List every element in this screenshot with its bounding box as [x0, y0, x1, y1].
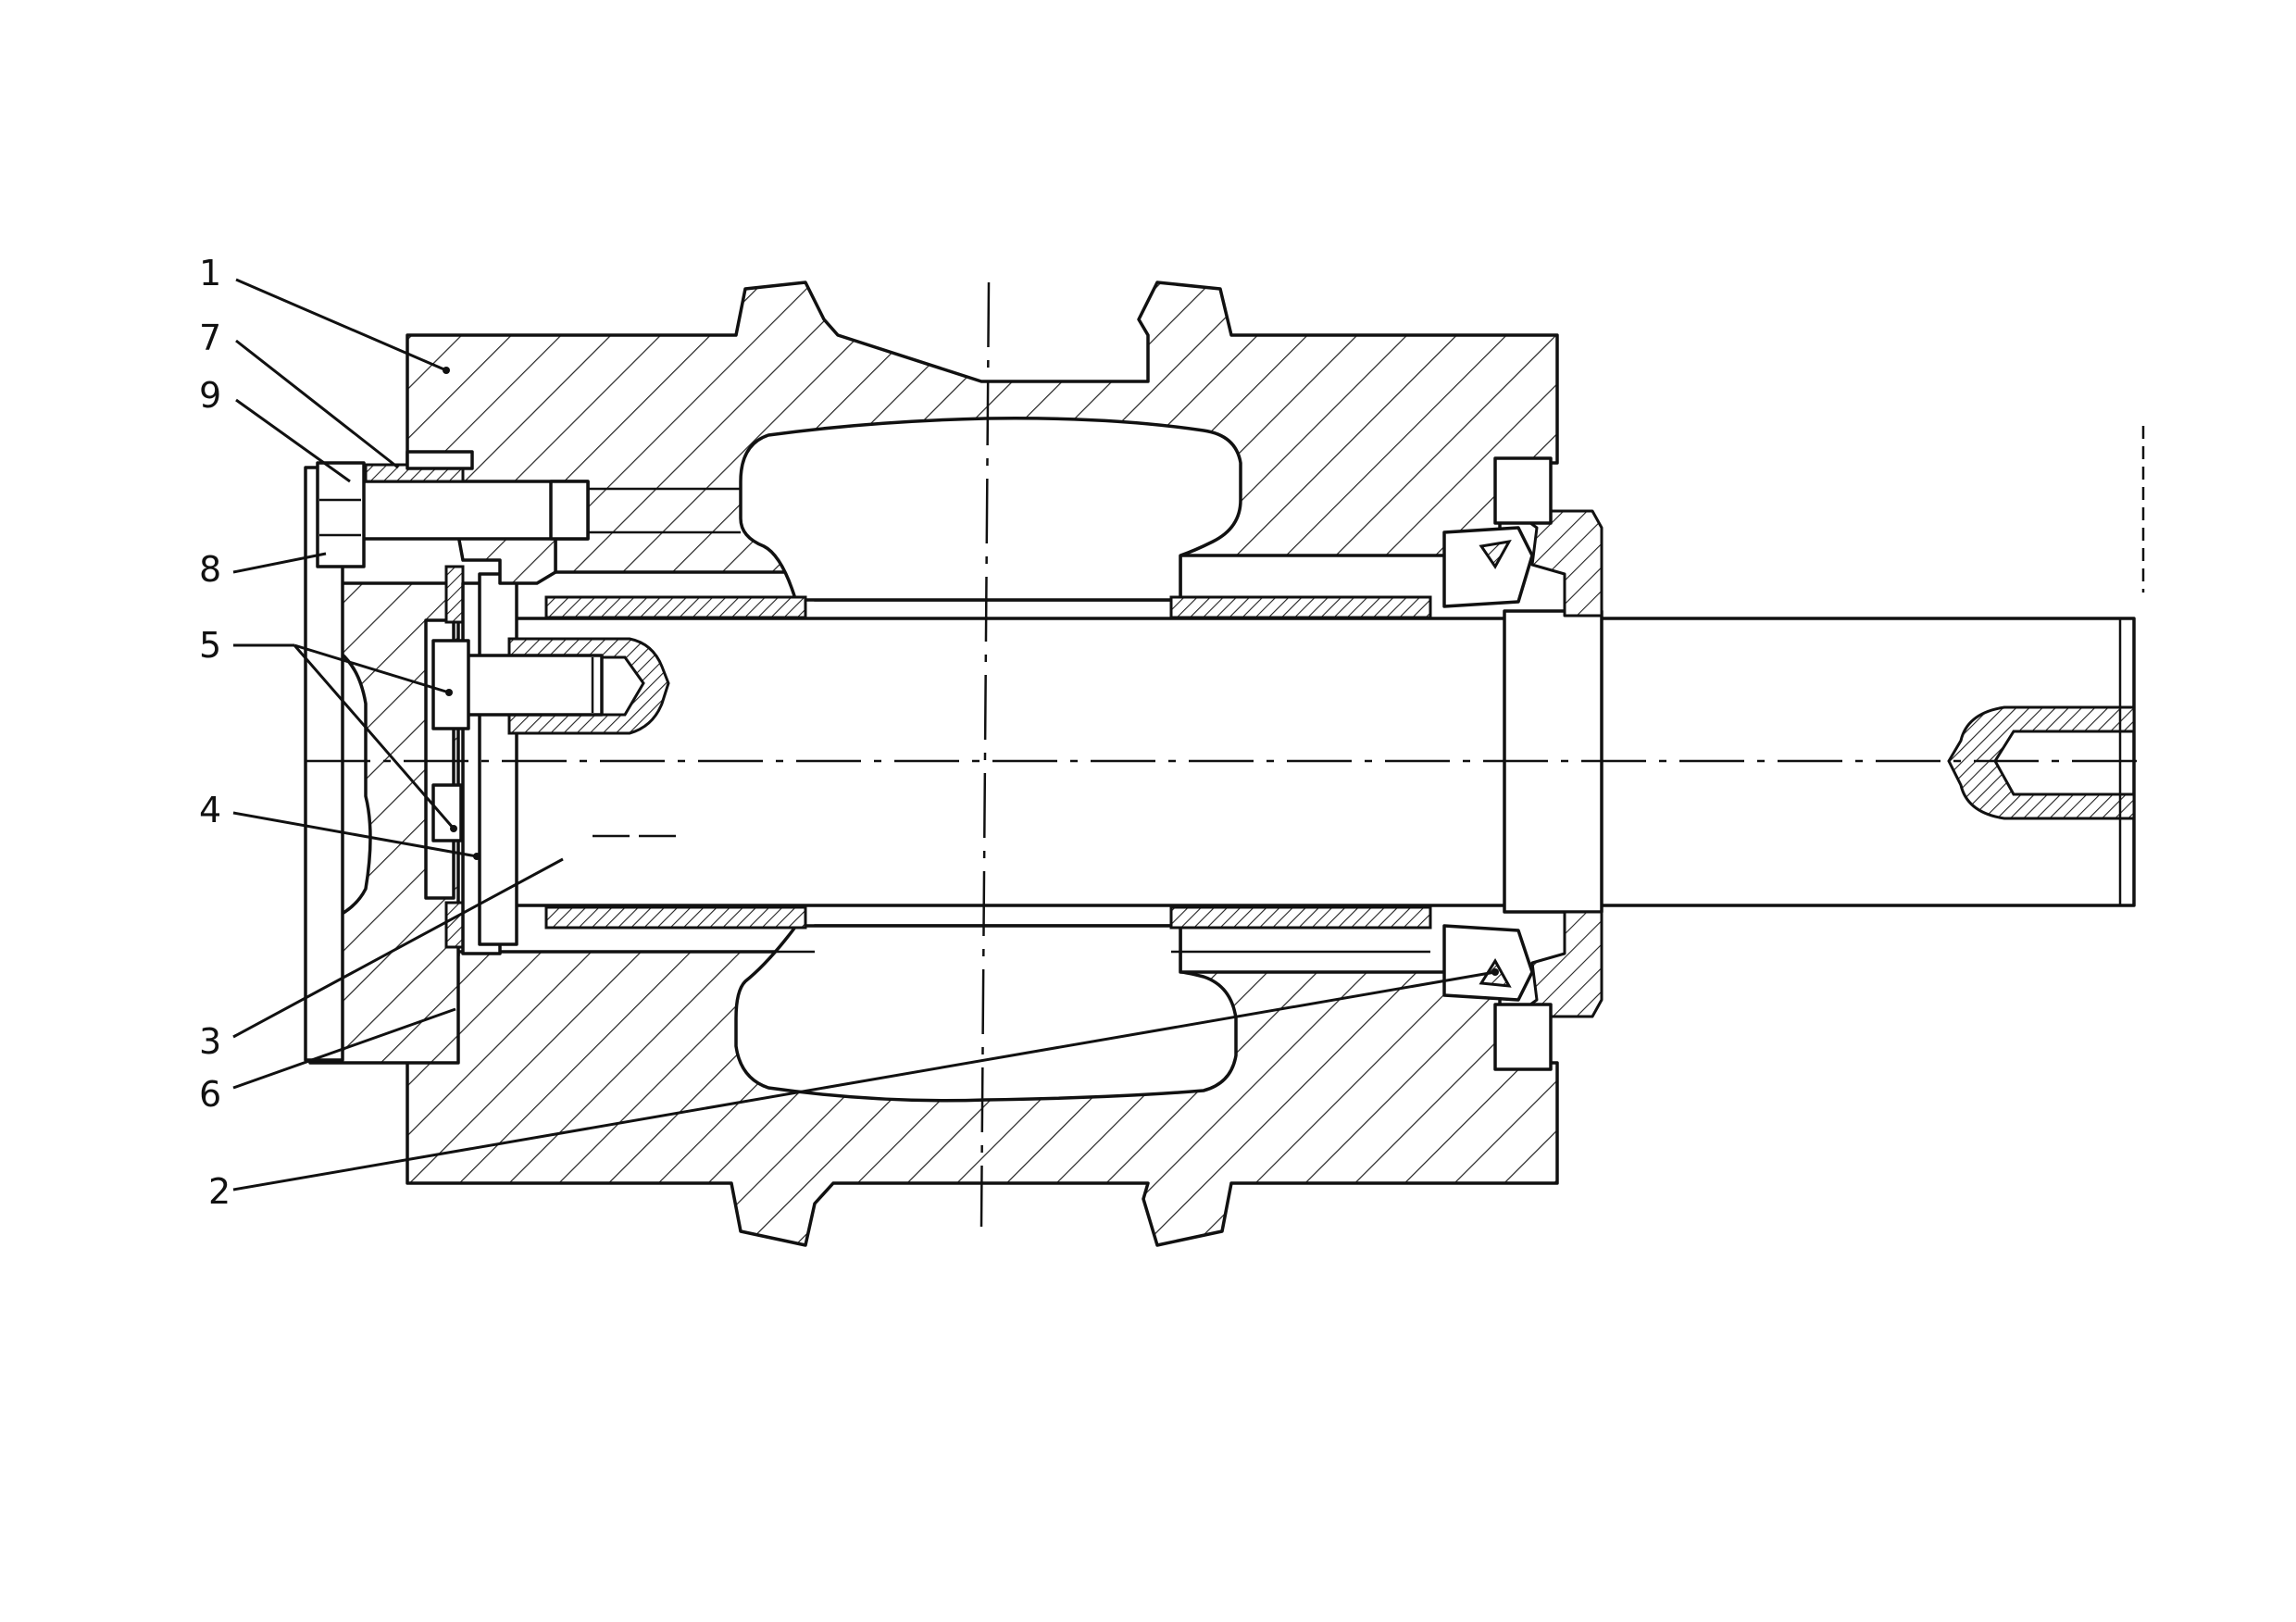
- bushing-right-lower: [1169, 905, 1432, 930]
- seal-ring-upper: [1512, 509, 1603, 618]
- hub-boss-upper: [456, 533, 557, 585]
- callout-4: 4: [199, 790, 221, 830]
- callout-3: 3: [199, 1021, 221, 1062]
- lock-plate: [406, 450, 474, 470]
- bushing-right-upper: [1169, 595, 1432, 619]
- vertical-centerline: [980, 281, 991, 1228]
- bushing-left-upper: [544, 595, 807, 619]
- bushing-left-lower: [544, 905, 807, 930]
- callout-1: 1: [199, 253, 221, 293]
- seal-ring-lower: [1512, 910, 1603, 1018]
- plate-bolt-shank: [461, 654, 604, 717]
- cap-bolt-thread-end: [549, 480, 590, 541]
- callout-9: 9: [199, 375, 221, 416]
- seal-element-upper: [1442, 526, 1534, 608]
- retaining-plate-inner: [478, 572, 518, 946]
- callout-6: 6: [199, 1074, 221, 1115]
- roller-cavity-lower: [734, 924, 1238, 1103]
- callout-2: 2: [208, 1171, 231, 1212]
- callout-7: 7: [199, 318, 221, 358]
- seal-element-lower: [1442, 924, 1534, 1002]
- roller-cavity-upper: [739, 417, 1242, 604]
- plate-bolt-lower-head: [431, 783, 463, 842]
- callout-5: 5: [199, 625, 221, 666]
- seal-housing-upper: [1493, 456, 1553, 525]
- plate-bolt-head: [431, 639, 470, 730]
- callout-8: 8: [199, 549, 221, 590]
- seal-housing-lower: [1493, 1003, 1553, 1071]
- shaft-end-bore: [1947, 705, 2136, 820]
- seal-lip-upper: [1479, 540, 1512, 569]
- thrust-washer-lower: [444, 901, 465, 949]
- cap-bolt-head: [316, 461, 366, 568]
- thrust-washer-upper: [444, 565, 465, 624]
- callout-leaders: [232, 278, 1499, 1192]
